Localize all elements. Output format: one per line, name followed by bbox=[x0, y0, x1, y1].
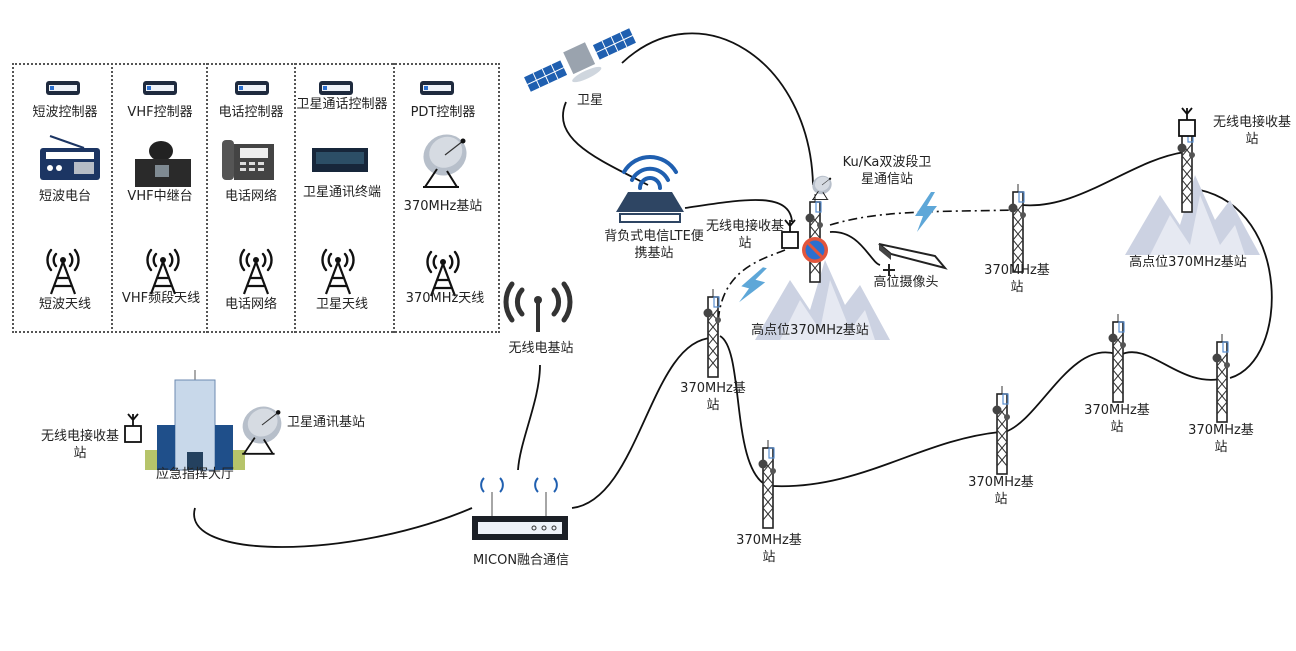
tower-icon bbox=[1007, 183, 1027, 273]
panel-device-label: VHF中继台 bbox=[127, 189, 193, 204]
panel-divider bbox=[393, 63, 395, 333]
panel-device-label: 卫星通讯终端 bbox=[302, 185, 381, 200]
tower-label: 370MHz基站 bbox=[680, 381, 746, 413]
panel-divider bbox=[111, 63, 113, 333]
link-tower-to-micon bbox=[571, 337, 713, 509]
micon-label: MICON融合通信 bbox=[472, 553, 570, 568]
shortwave-radio-icon bbox=[40, 135, 100, 180]
panel-antenna-label: 电话网络 bbox=[224, 297, 277, 312]
satellite-label: 卫星 bbox=[576, 93, 603, 108]
command-hall-building-icon bbox=[145, 370, 245, 471]
panel-controller-label: PDT控制器 bbox=[410, 105, 476, 120]
vhf-repeater-icon bbox=[135, 141, 191, 187]
tower-label: 370MHz基站 bbox=[1084, 403, 1150, 435]
panel-antenna-label: 370MHz天线 bbox=[405, 291, 485, 306]
high-station-right-label: 高点位370MHz基站 bbox=[1129, 255, 1247, 270]
tower-icon bbox=[991, 385, 1011, 475]
panel-antenna-label: 卫星天线 bbox=[315, 297, 368, 312]
lte-label: 背负式电信LTE便携基站 bbox=[604, 229, 704, 261]
wireless-links bbox=[717, 209, 1016, 326]
tower-label: 370MHz基站 bbox=[968, 475, 1034, 507]
link-chain-left bbox=[719, 335, 769, 487]
tower-icon bbox=[1107, 313, 1127, 403]
panel-controller-label: 短波控制器 bbox=[32, 105, 98, 120]
radio-receiver-mid-label: 无线电接收基站 bbox=[705, 219, 784, 251]
tower-label: 370MHz基站 bbox=[984, 263, 1050, 295]
sat-comm-base-label: 卫星通讯基站 bbox=[286, 415, 365, 430]
link-tower-to-camera bbox=[829, 231, 881, 266]
radio-receiver-left-icon bbox=[124, 413, 142, 443]
lightning-icon bbox=[737, 263, 769, 308]
tower-icon bbox=[757, 439, 777, 529]
radio-base-antenna-icon bbox=[503, 281, 573, 332]
tower-icon bbox=[702, 288, 722, 378]
link-radio-base-to-micon bbox=[517, 364, 541, 471]
panel-antenna-label: VHF频段天线 bbox=[121, 291, 201, 306]
satellite-icon bbox=[524, 28, 636, 92]
command-hall-label: 应急指挥大厅 bbox=[155, 467, 234, 482]
link-chain-middle bbox=[1004, 351, 1117, 433]
link-hall-to-micon bbox=[193, 507, 473, 548]
dispatch-panel bbox=[12, 63, 500, 333]
panel-device-label: 370MHz基站 bbox=[403, 199, 483, 214]
tower-icon bbox=[1211, 333, 1231, 423]
camera-icon bbox=[878, 243, 948, 276]
panel-divider bbox=[206, 63, 208, 333]
no-entry-sign-icon bbox=[802, 237, 828, 263]
panel-controller-label: VHF控制器 bbox=[127, 105, 193, 120]
link-chain-far-right bbox=[1119, 351, 1226, 381]
panel-controller-label: 卫星通话控制器 bbox=[296, 97, 388, 112]
link-chain-lower bbox=[771, 431, 1001, 488]
desk-phone-icon bbox=[222, 140, 274, 180]
satellite-terminal-icon bbox=[312, 148, 368, 172]
panel-antenna-label: 短波天线 bbox=[38, 297, 91, 312]
sat-comm-dish-icon bbox=[234, 398, 290, 455]
panel-controller-label: 电话控制器 bbox=[218, 105, 284, 120]
tower-label: 370MHz基站 bbox=[1188, 423, 1254, 455]
camera-label: 高位摄像头 bbox=[873, 275, 939, 290]
link-right-tower-to-high-station bbox=[1021, 151, 1186, 207]
lte-portable-base-icon bbox=[616, 154, 684, 223]
micon-router-icon bbox=[472, 477, 568, 540]
high-station-mid-label: 高点位370MHz基站 bbox=[751, 323, 869, 338]
radio-receiver-right-icon bbox=[1178, 107, 1196, 137]
link-satellite-to-lte bbox=[562, 101, 649, 186]
panel-device-label: 短波电台 bbox=[38, 189, 91, 204]
radio-base-label: 无线电基站 bbox=[508, 341, 574, 356]
tower-icon bbox=[1176, 123, 1196, 213]
link-satellite-to-tower bbox=[621, 32, 814, 186]
panel-device-label: 电话网络 bbox=[224, 189, 277, 204]
link-lte-to-rx bbox=[684, 199, 793, 223]
lightning-icon bbox=[915, 192, 937, 232]
radio-receiver-right-label: 无线电接收基站 bbox=[1212, 115, 1291, 147]
panel-divider bbox=[294, 63, 296, 333]
ku-ka-station-label: Ku/Ka双波段卫星通信站 bbox=[842, 155, 932, 187]
wireless-link-ku-ka bbox=[829, 209, 1016, 226]
tower-label: 370MHz基站 bbox=[736, 533, 802, 565]
radio-receiver-left-label: 无线电接收基站 bbox=[40, 429, 119, 461]
